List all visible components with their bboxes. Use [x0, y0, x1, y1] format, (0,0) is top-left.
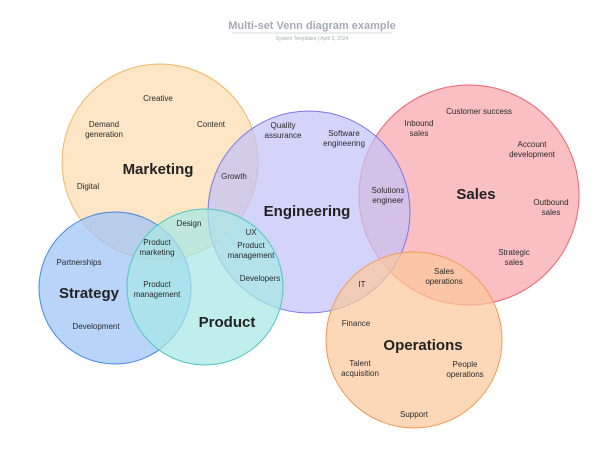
item-account-development-line: development	[509, 150, 556, 159]
item-growth: Growth	[221, 172, 247, 181]
product-label: Product	[199, 314, 256, 331]
item-people-operations-line: operations	[446, 370, 483, 379]
item-product-marketing-line: Product	[143, 238, 171, 247]
sales-label: Sales	[456, 186, 495, 203]
item-developers-line: Developers	[240, 274, 280, 283]
item-inbound-sales-line: sales	[410, 129, 429, 138]
item-talent-acquisition-line: acquisition	[341, 369, 379, 378]
item-growth-line: Growth	[221, 172, 247, 181]
item-people-operations-line: People	[453, 360, 478, 369]
item-demand-generation-line: Demand	[89, 120, 119, 129]
operations-label: Operations	[383, 337, 462, 354]
item-creative: Creative	[143, 94, 173, 103]
set-labels: MarketingSalesEngineeringStrategyProduct…	[59, 161, 496, 354]
item-demand-generation-line: generation	[85, 130, 123, 139]
item-developers: Developers	[240, 274, 280, 283]
item-talent-acquisition-line: Talent	[349, 359, 371, 368]
item-product-management-strategy-line: management	[134, 290, 181, 299]
item-design: Design	[177, 219, 202, 228]
item-inbound-sales-line: Inbound	[405, 119, 434, 128]
item-strategic-sales-line: sales	[505, 258, 524, 267]
item-support-line: Support	[400, 410, 429, 419]
item-ux: UX	[245, 228, 257, 237]
item-software-engineering-line: Software	[328, 129, 360, 138]
item-product-management-eng-line: management	[228, 251, 275, 260]
item-product-management-eng-line: Product	[237, 241, 265, 250]
strategy-label: Strategy	[59, 285, 120, 302]
item-partnerships: Partnerships	[57, 258, 102, 267]
item-creative-line: Creative	[143, 94, 173, 103]
item-finance-line: Finance	[342, 319, 371, 328]
diagram-subtitle: System Templates | April 3, 2024	[276, 36, 349, 42]
item-content: Content	[197, 120, 226, 129]
item-sales-operations-line: Sales	[434, 267, 454, 276]
item-quality-assurance-line: Quality	[271, 121, 296, 130]
item-design-line: Design	[177, 219, 202, 228]
item-it: IT	[358, 280, 365, 289]
item-digital: Digital	[77, 182, 99, 191]
item-account-development-line: Account	[518, 140, 548, 149]
item-it-line: IT	[358, 280, 365, 289]
item-product-marketing-line: marketing	[139, 248, 174, 257]
item-solutions-engineer-line: Solutions	[372, 186, 405, 195]
item-customer-success: Customer success	[446, 107, 512, 116]
product-circle	[126, 208, 284, 366]
marketing-label: Marketing	[123, 161, 194, 178]
item-ux-line: UX	[245, 228, 257, 237]
diagram-title: Multi-set Venn diagram example	[228, 20, 396, 32]
item-support: Support	[400, 410, 429, 419]
item-outbound-sales-line: Outbound	[533, 198, 568, 207]
item-customer-success-line: Customer success	[446, 107, 512, 116]
item-solutions-engineer-line: engineer	[372, 196, 403, 205]
item-partnerships-line: Partnerships	[57, 258, 102, 267]
item-outbound-sales-line: sales	[542, 208, 561, 217]
operations-circle	[325, 251, 503, 429]
item-finance: Finance	[342, 319, 371, 328]
item-digital-line: Digital	[77, 182, 99, 191]
engineering-label: Engineering	[264, 203, 351, 220]
item-quality-assurance-line: assurance	[265, 131, 302, 140]
venn-circles	[38, 63, 580, 429]
item-product-management-strategy-line: Product	[143, 280, 171, 289]
item-content-line: Content	[197, 120, 226, 129]
item-development-line: Development	[72, 322, 120, 331]
item-sales-operations-line: operations	[425, 277, 462, 286]
item-software-engineering-line: engineering	[323, 139, 365, 148]
item-strategic-sales-line: Strategic	[498, 248, 530, 257]
item-development: Development	[72, 322, 120, 331]
